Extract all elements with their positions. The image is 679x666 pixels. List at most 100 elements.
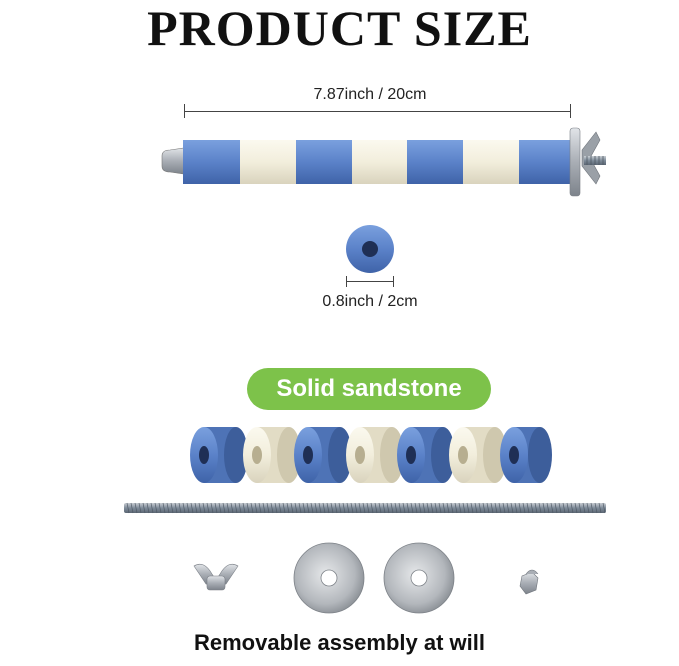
- segment-blue: [294, 427, 352, 483]
- thread-mark: [518, 502, 522, 514]
- thread-mark: [466, 502, 470, 514]
- thread-mark: [146, 502, 150, 514]
- thread-mark: [514, 502, 518, 514]
- thread-mark: [130, 502, 134, 514]
- thread-mark: [322, 502, 326, 514]
- thread-mark: [246, 502, 250, 514]
- thread-mark: [314, 502, 318, 514]
- thread-mark: [222, 502, 226, 514]
- thread-mark: [470, 502, 474, 514]
- thread-mark: [410, 502, 414, 514]
- thread-mark: [150, 502, 154, 514]
- thread-mark: [446, 502, 450, 514]
- thread-mark: [342, 502, 346, 514]
- thread-mark: [538, 502, 542, 514]
- thread-mark: [238, 502, 242, 514]
- thread-mark: [190, 502, 194, 514]
- diameter-label: 0.8inch / 2cm: [322, 293, 418, 310]
- thread-mark: [562, 502, 566, 514]
- threaded-rod: [124, 502, 606, 514]
- thread-mark: [478, 502, 482, 514]
- thread-mark: [442, 502, 446, 514]
- length-label: 7.87inch / 20cm: [313, 86, 427, 103]
- thread-mark: [598, 502, 602, 514]
- thread-mark: [162, 502, 166, 514]
- thread-mark: [210, 502, 214, 514]
- thread-mark: [422, 502, 426, 514]
- thread-mark: [430, 502, 434, 514]
- perch-segment-blue: [519, 140, 570, 184]
- thread-mark: [438, 502, 442, 514]
- thread-mark: [274, 502, 278, 514]
- diameter-dimension-line: [346, 281, 394, 282]
- thread-mark: [254, 502, 258, 514]
- thread-mark: [242, 502, 246, 514]
- thread-mark: [482, 502, 486, 514]
- thread-mark: [318, 502, 322, 514]
- page-title: PRODUCT SIZE: [147, 0, 532, 56]
- segment-cream: [346, 427, 404, 483]
- perch-segment-blue: [183, 140, 240, 184]
- assembled-perch: [161, 127, 606, 197]
- thread-mark: [302, 502, 306, 514]
- thread-mark: [458, 502, 462, 514]
- thread-mark: [214, 502, 218, 514]
- thread-mark: [134, 502, 138, 514]
- segment-blue: [397, 427, 455, 483]
- perch-segment-blue: [296, 140, 352, 184]
- perch-segment-blue: [407, 140, 463, 184]
- thread-mark: [350, 502, 354, 514]
- thread-mark: [354, 502, 358, 514]
- segment-row: [190, 427, 552, 483]
- thread-mark: [378, 502, 382, 514]
- thread-mark: [334, 502, 338, 514]
- thread-mark: [382, 502, 386, 514]
- segment-blue: [500, 427, 552, 483]
- thread-mark: [158, 502, 162, 514]
- length-dimension-line: [184, 111, 570, 112]
- thread-mark: [226, 502, 230, 514]
- thread-mark: [502, 502, 506, 514]
- thread-mark: [330, 502, 334, 514]
- thread-mark: [454, 502, 458, 514]
- thread-mark: [570, 502, 574, 514]
- thread-mark: [126, 502, 130, 514]
- thread-mark: [462, 502, 466, 514]
- thread-mark: [198, 502, 202, 514]
- perch-end-cap: [161, 147, 185, 175]
- thread-mark: [486, 502, 490, 514]
- thread-mark: [426, 502, 430, 514]
- perch-segment-cream: [240, 140, 296, 184]
- thread-mark: [286, 502, 290, 514]
- thread-mark: [386, 502, 390, 514]
- thread-mark: [522, 502, 526, 514]
- thread-mark: [234, 502, 238, 514]
- thread-mark: [498, 502, 502, 514]
- thread-mark: [182, 502, 186, 514]
- thread-mark: [174, 502, 178, 514]
- thread-mark: [402, 502, 406, 514]
- thread-mark: [602, 502, 606, 514]
- thread-mark: [398, 502, 402, 514]
- thread-mark: [338, 502, 342, 514]
- thread-mark: [310, 502, 314, 514]
- thread-mark: [374, 502, 378, 514]
- thread-mark: [306, 502, 310, 514]
- thread-mark: [406, 502, 410, 514]
- thread-mark: [594, 502, 598, 514]
- thread-mark: [282, 502, 286, 514]
- diameter-dimension-right-tick: [393, 276, 394, 287]
- thread-mark: [362, 502, 366, 514]
- thread-mark: [534, 502, 538, 514]
- wing-nut: [193, 563, 239, 591]
- thread-mark: [414, 502, 418, 514]
- thread-mark: [194, 502, 198, 514]
- thread-mark: [218, 502, 222, 514]
- length-dimension-left-tick: [184, 104, 185, 118]
- thread-mark: [506, 502, 510, 514]
- thread-mark: [294, 502, 298, 514]
- perch-segment-cream: [463, 140, 519, 184]
- thread-mark: [558, 502, 562, 514]
- thread-mark: [278, 502, 282, 514]
